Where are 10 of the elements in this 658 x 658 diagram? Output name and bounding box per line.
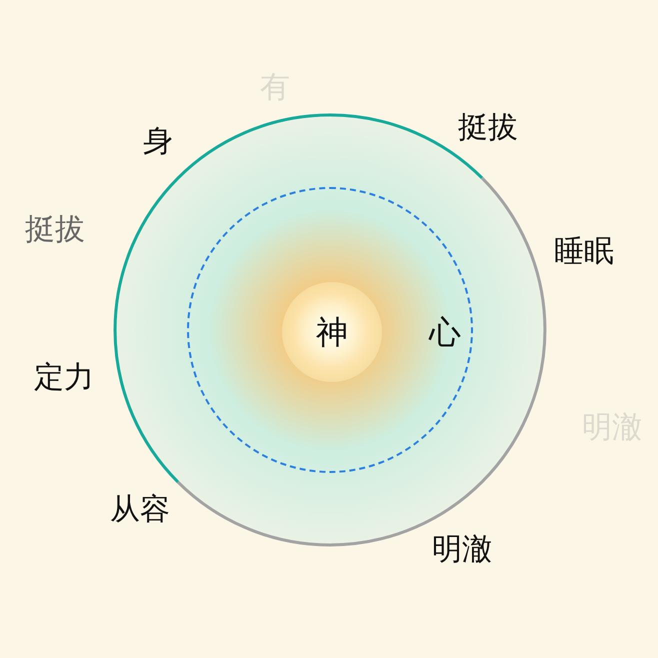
ring-label: 心: [429, 316, 461, 348]
ring-label: 从容: [110, 495, 170, 525]
ring-label: 神: [316, 316, 348, 348]
ring-label: 定力: [34, 363, 94, 393]
ring-label: 挺拔: [458, 113, 518, 143]
ring-label: 身: [143, 127, 173, 157]
ring-label: 挺拔: [25, 215, 85, 245]
ring-label: 明澈: [432, 535, 492, 565]
dashed-ring: [187, 187, 473, 473]
ring-label: 睡眠: [554, 237, 614, 267]
